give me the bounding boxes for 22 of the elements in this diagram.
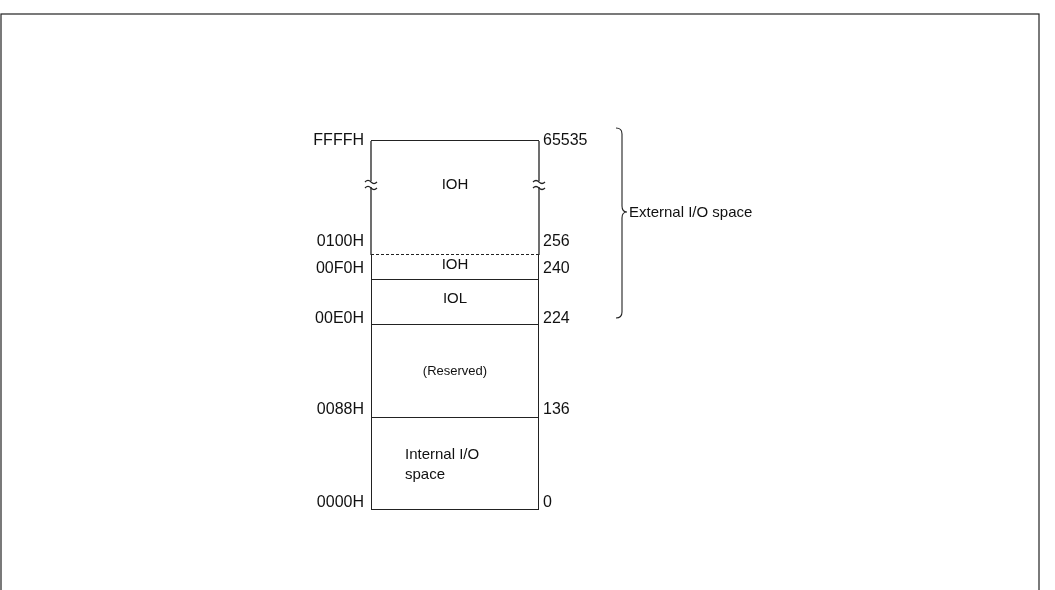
decimal-address: 240 <box>543 259 570 277</box>
decimal-address: 0 <box>543 493 552 511</box>
region-label: IOL <box>442 288 468 308</box>
memory-region <box>371 279 539 324</box>
memory-region <box>371 254 539 279</box>
hex-address: 00F0H <box>315 259 364 277</box>
region-label: Internal I/O space <box>405 444 481 483</box>
hex-address: 0100H <box>316 232 364 250</box>
hex-address: 0000H <box>316 493 364 511</box>
decimal-address: 65535 <box>543 131 588 149</box>
decimal-address: 136 <box>543 400 570 418</box>
range-label: External I/O space <box>629 203 753 221</box>
hex-address: 0088H <box>316 400 364 418</box>
memory-region <box>371 324 539 417</box>
decimal-address: 224 <box>543 309 570 327</box>
hex-address: FFFFH <box>313 131 364 149</box>
region-label: IOH <box>441 254 469 274</box>
region-label: IOH <box>441 173 469 194</box>
region-label: (Reserved) <box>422 362 488 380</box>
hex-address: 00E0H <box>315 309 364 327</box>
decimal-address: 256 <box>543 232 570 250</box>
memory-region <box>371 417 539 510</box>
